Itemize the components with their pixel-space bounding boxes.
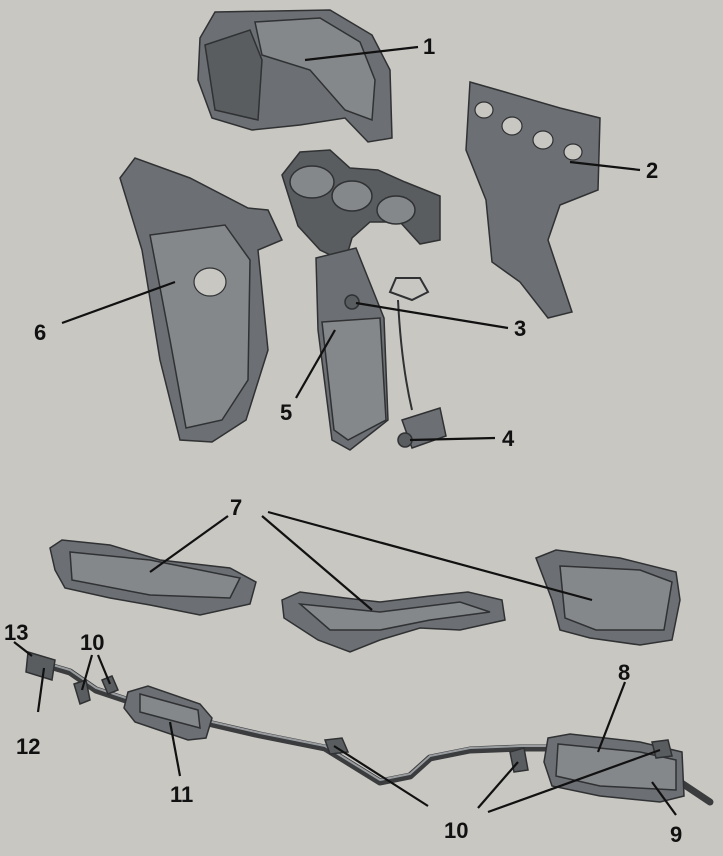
callout-7: 7: [230, 495, 242, 520]
callout-1: 1: [423, 34, 435, 59]
exhaust-pipe-system: [32, 658, 714, 806]
leader-9: [651, 781, 677, 816]
leader-10d: [487, 748, 661, 814]
leader-10a-2: [96, 654, 112, 685]
manifold-heat-shield: [465, 81, 601, 319]
side-heat-shield: [119, 157, 284, 443]
leader-10c: [477, 761, 519, 809]
leader-11: [168, 721, 182, 777]
callout-labels: 1 2 3 4 5 6 7 8 9 10 10 11 12 13: [4, 34, 682, 847]
callout-5: 5: [280, 400, 292, 425]
callout-4: 4: [502, 426, 515, 451]
lower-heat-shield-center: [281, 591, 506, 653]
leader-10a: [80, 654, 94, 691]
callout-13: 13: [4, 620, 28, 645]
leader-lines: [13, 45, 677, 816]
callout-11: 11: [170, 782, 193, 807]
leader-8: [596, 681, 627, 753]
callout-10-left: 10: [80, 630, 104, 655]
center-muffler: [123, 685, 213, 741]
callout-9: 9: [670, 822, 682, 847]
callout-2: 2: [646, 158, 658, 183]
leader-5: [295, 329, 336, 399]
leader-12: [36, 667, 46, 713]
leader-13: [13, 641, 33, 657]
callout-3: 3: [514, 316, 526, 341]
leader-10b: [333, 745, 429, 807]
leader-3: [355, 301, 509, 330]
exhaust-manifold: [281, 149, 441, 264]
catalytic-converter: [315, 247, 447, 451]
front-flange: [25, 651, 56, 681]
leader-7b: [261, 515, 373, 611]
leader-2: [569, 160, 641, 172]
lower-heat-shield-left: [49, 539, 257, 616]
leader-7c: [267, 510, 593, 602]
leader-6: [61, 280, 176, 325]
upper-heat-shield: [197, 9, 393, 143]
leader-1: [304, 45, 419, 62]
leader-7a: [149, 515, 229, 573]
callout-6: 6: [34, 320, 46, 345]
callout-10-bottom: 10: [444, 818, 468, 843]
leader-4: [409, 436, 496, 442]
callout-12: 12: [16, 734, 40, 759]
lower-heat-shield-right: [535, 549, 681, 646]
callout-8: 8: [618, 660, 630, 685]
